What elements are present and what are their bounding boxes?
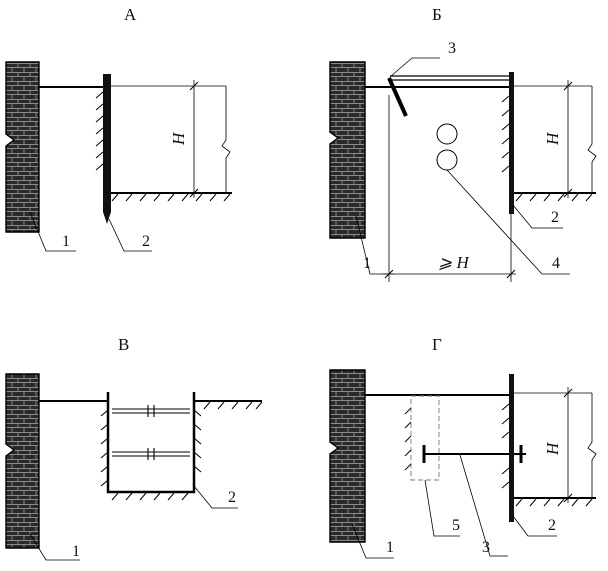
panel-a: А H 1 2: [5, 5, 232, 252]
callout-1: 1: [62, 233, 70, 250]
panel-g-title: Г: [432, 335, 442, 354]
soil-hatching: [111, 193, 231, 202]
sheet-pile: [509, 72, 514, 214]
callout-3: 3: [482, 539, 490, 556]
callout-2: 2: [548, 517, 556, 534]
leader-line: [355, 215, 394, 275]
leader-line: [512, 515, 557, 537]
soil-hatching: [203, 401, 263, 410]
panel-b-title: Б: [432, 5, 442, 24]
leader-line: [29, 533, 80, 561]
leader-line: [29, 211, 76, 252]
dimension-h-label: H: [169, 131, 188, 146]
strut-pair: [112, 405, 190, 417]
brick-wall: [5, 373, 40, 549]
callout-2: 2: [142, 233, 150, 250]
soil-hatching: [501, 403, 510, 489]
leader-line: [446, 169, 570, 275]
soil-hatching: [404, 407, 412, 471]
strut-3: [387, 77, 408, 117]
break-line: [221, 86, 231, 193]
brick-wall: [329, 61, 366, 239]
panel-a-title: А: [124, 5, 137, 24]
panel-v: В 2 1: [5, 335, 263, 561]
callout-1: 1: [386, 539, 394, 556]
dimension-tick: [189, 81, 199, 198]
soil-hatching: [501, 95, 510, 173]
width-dimension-label: ⩾ H: [438, 253, 470, 272]
panel-g: Г H 1 5 3 2: [329, 335, 597, 559]
dimension-tick: [563, 81, 573, 198]
callout-2: 2: [551, 209, 559, 226]
soil-hatching: [515, 498, 593, 507]
callout-4: 4: [552, 255, 560, 272]
soil-hatching: [100, 409, 202, 487]
pipe-circle: [436, 149, 458, 171]
callout-1: 1: [72, 543, 80, 560]
break-line: [587, 393, 597, 498]
retained-soil-block: [410, 395, 440, 481]
brick-wall: [329, 369, 366, 543]
leader-line: [389, 57, 440, 78]
leader-line: [351, 523, 394, 559]
leader-line: [512, 204, 563, 229]
panel-v-title: В: [118, 335, 129, 354]
dimension-h-label: H: [543, 441, 562, 456]
sheet-pile: [509, 374, 514, 522]
callout-3: 3: [448, 40, 456, 57]
leader-line: [108, 218, 152, 252]
pipe-circle: [436, 123, 458, 145]
dimension-tick: [563, 388, 573, 503]
panel-b: Б 3 H ⩾ H 1 2 4: [329, 5, 597, 282]
callout-2: 2: [228, 489, 236, 506]
soil-hatching: [95, 91, 104, 171]
leader-line: [424, 479, 460, 537]
soil-hatching: [515, 193, 593, 202]
break-line: [587, 86, 597, 193]
callout-5: 5: [452, 517, 460, 534]
callout-1: 1: [363, 255, 371, 272]
trench-box: [106, 392, 196, 494]
leader-line: [459, 454, 508, 557]
strut-pair: [112, 448, 190, 460]
sheet-pile: [103, 74, 111, 224]
brick-wall: [5, 61, 40, 233]
leader-line: [193, 485, 238, 509]
dimension-h-label: H: [543, 131, 562, 146]
soil-hatching: [111, 492, 189, 501]
